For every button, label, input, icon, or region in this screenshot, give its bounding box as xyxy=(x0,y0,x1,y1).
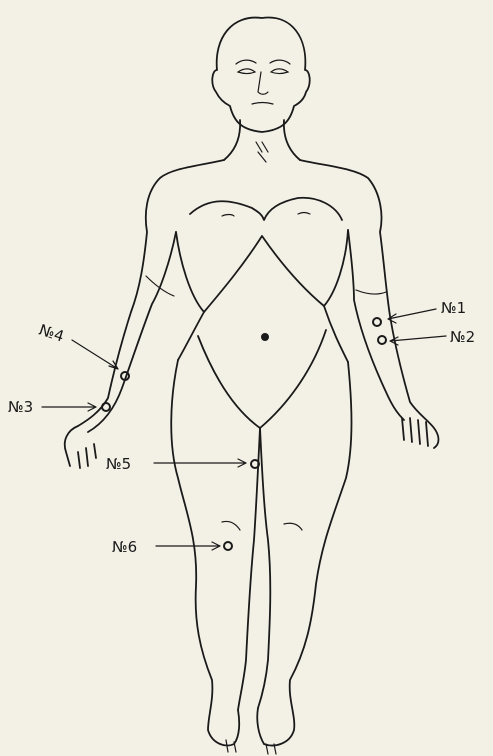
label-no3: №3 xyxy=(8,398,33,416)
label-no1: №1 xyxy=(441,299,466,317)
label-no6: №6 xyxy=(112,538,137,556)
label-no5: №5 xyxy=(106,455,131,473)
label-no2: №2 xyxy=(450,328,475,346)
